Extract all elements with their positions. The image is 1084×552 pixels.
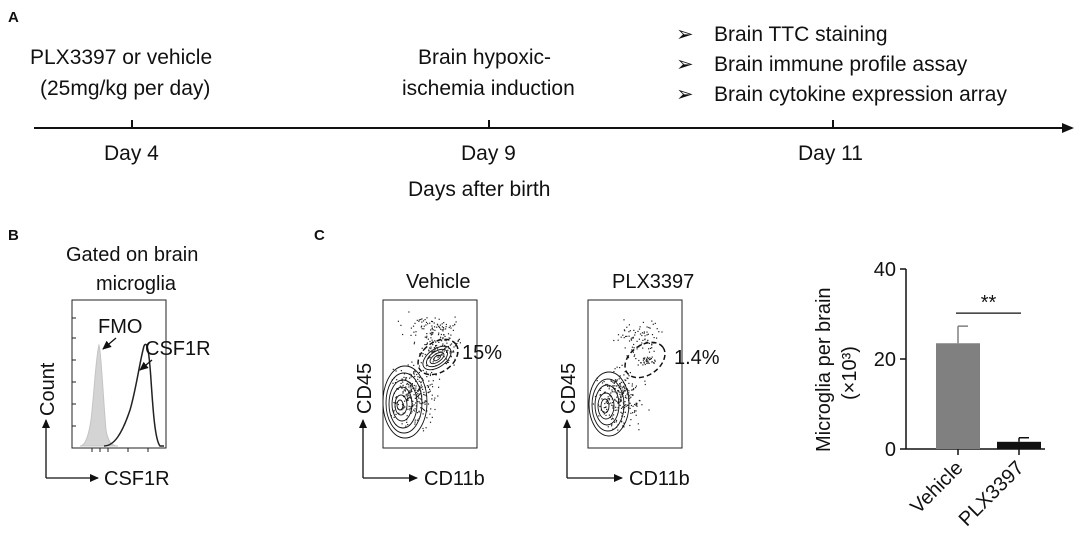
cd11b-axis-label: CD11b: [424, 468, 485, 490]
csf1r-pointer-arrow: [139, 359, 153, 371]
bullet-item: Brain immune profile assay: [714, 53, 968, 76]
microglia-gate: [624, 341, 666, 379]
y-tick-label: 0: [885, 439, 896, 461]
histogram-x-ticks: [91, 448, 149, 452]
histogram-y-ticks: [72, 317, 76, 427]
bullet-symbol: ➢: [676, 83, 694, 106]
histogram-title-line2: microglia: [96, 273, 177, 295]
bar-chart-ylabel-unit: (×10³): [839, 346, 861, 400]
flow-plot-vehicle: Vehicle 15% CD45 CD11b: [354, 271, 502, 490]
day-label: Day 11: [798, 142, 863, 165]
microglia-bar-chart: Microglia per brain (×10³) 0 20 40VehicleP…: [813, 259, 1045, 531]
x-tick-label: Vehicle: [906, 457, 967, 518]
histogram-title-line1: Gated on brain: [66, 244, 198, 266]
assay-bullet-list: ➢ Brain TTC staining ➢ Brain immune prof…: [676, 23, 1007, 106]
fmo-histogram-fill: [79, 343, 119, 447]
significance-stars: **: [981, 292, 997, 314]
count-axis-label: Count: [37, 362, 59, 416]
lower-population-contours: [382, 365, 428, 439]
cd45-axis-label: CD45: [558, 363, 580, 414]
flow-plot-frame: [587, 299, 683, 449]
fmo-label: FMO: [98, 316, 142, 338]
treatment-text-line2: (25mg/kg per day): [40, 77, 210, 100]
bar: [997, 441, 1041, 449]
csf1r-histogram-line: [103, 343, 164, 447]
flow-plot-plx3397: PLX3397 1.4% CD45 CD11b: [558, 271, 720, 490]
panel-b-label: B: [8, 227, 19, 244]
flow-plot-title: PLX3397: [612, 271, 694, 293]
hi-induction-line2: ischemia induction: [402, 77, 575, 100]
csf1r-axis-label: CSF1R: [104, 468, 170, 490]
panel-c-label: C: [314, 227, 325, 244]
bullet-symbol: ➢: [676, 23, 694, 46]
gate-percentage: 1.4%: [674, 347, 720, 369]
x-tick-label: PLX3397: [955, 457, 1029, 531]
timeline-axis-label: Days after birth: [408, 178, 550, 201]
lower-population-contours: [588, 371, 630, 437]
microglia-gate: [417, 338, 459, 376]
cd11b-axis-label: CD11b: [629, 468, 690, 490]
day-label: Day 4: [104, 142, 159, 165]
csf1r-peak-label: CSF1R: [145, 338, 211, 360]
bullet-item: Brain TTC staining: [714, 23, 888, 46]
fmo-pointer-arrow: [102, 337, 117, 350]
treatment-text-line1: PLX3397 or vehicle: [30, 46, 212, 69]
panel-a-label: A: [8, 9, 19, 26]
bullet-item: Brain cytokine expression array: [714, 83, 1007, 106]
bar-chart-ylabel: Microglia per brain: [813, 287, 835, 452]
y-tick-label: 40: [874, 259, 896, 281]
hi-induction-line1: Brain hypoxic-: [418, 46, 551, 69]
csf1r-histogram: [71, 299, 167, 452]
y-tick-label: 20: [874, 349, 896, 371]
upper-population-contours: [422, 345, 452, 371]
bullet-symbol: ➢: [676, 53, 694, 76]
cd45-axis-label: CD45: [354, 363, 376, 414]
gate-percentage: 15%: [462, 342, 502, 364]
flow-plot-title: Vehicle: [406, 271, 471, 293]
bar: [936, 343, 980, 449]
day-label: Day 9: [461, 142, 516, 165]
